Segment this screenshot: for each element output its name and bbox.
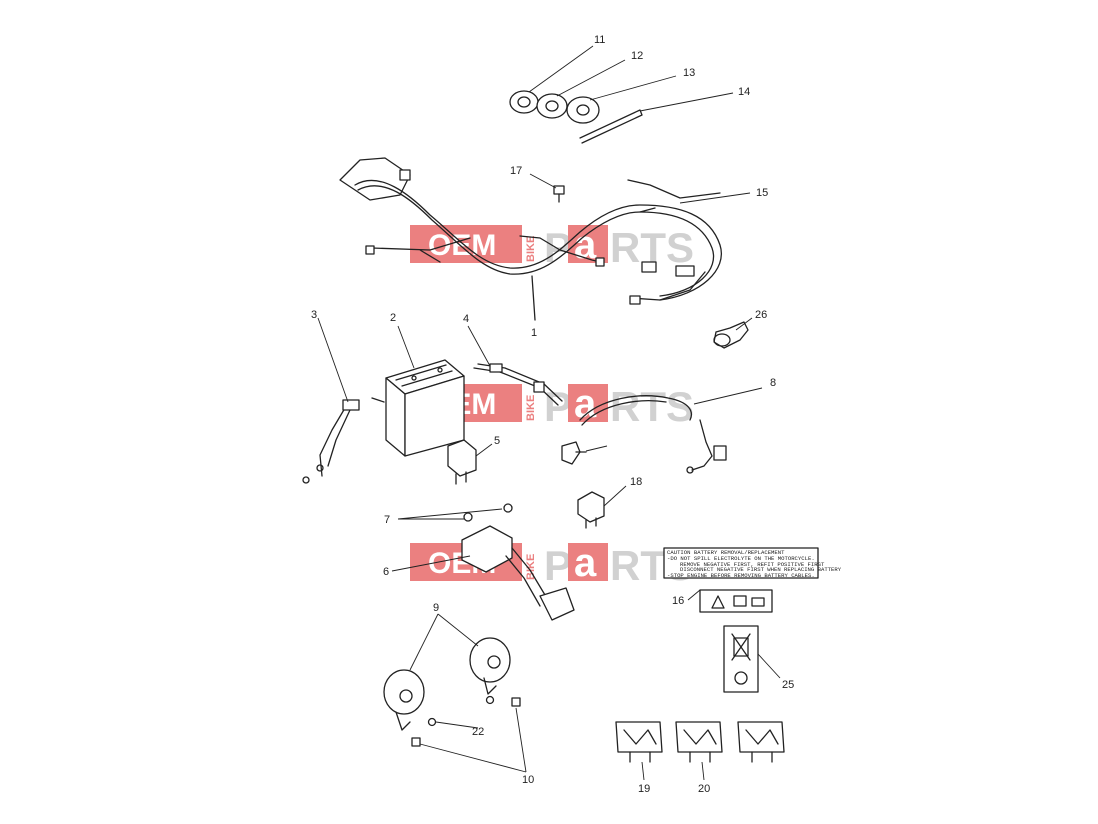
bolt-10a xyxy=(511,697,521,707)
callout-17: 17 xyxy=(510,165,522,177)
nut-22a xyxy=(427,717,437,727)
horn-9b xyxy=(469,637,511,695)
callout-8: 8 xyxy=(770,377,776,389)
watermark-3: OEM BIKE P a RTS xyxy=(410,541,694,589)
battery-cable-4 xyxy=(473,363,563,406)
battery-2 xyxy=(385,359,465,457)
callout-18: 18 xyxy=(630,476,642,488)
svg-text:BIKE: BIKE xyxy=(525,554,537,580)
svg-text:DISCONNECT NEGATIVE FIRST WHEN: DISCONNECT NEGATIVE FIRST WHEN REPLACING… xyxy=(680,566,842,573)
callout-2: 2 xyxy=(390,312,396,324)
callout-9: 9 xyxy=(433,602,439,614)
callout-7: 7 xyxy=(384,514,390,526)
callout-15: 15 xyxy=(756,187,768,199)
callout-6: 6 xyxy=(383,566,389,578)
callout-3: 3 xyxy=(311,309,317,321)
regulator-6 xyxy=(461,525,575,621)
svg-text:P: P xyxy=(544,383,572,430)
svg-text:a: a xyxy=(574,382,597,426)
svg-text:-DO NOT SPILL ELECTROLYTE ON T: -DO NOT SPILL ELECTROLYTE ON THE MOTORCY… xyxy=(667,555,815,562)
svg-text:a: a xyxy=(574,541,597,585)
svg-text:CAUTION BATTERY REMOVAL/REPLA: CAUTION BATTERY REMOVAL/REPLACEMENT xyxy=(667,549,785,556)
battery-cable-3 xyxy=(302,397,385,484)
callout-19: 19 xyxy=(638,783,650,795)
callout-13: 13 xyxy=(683,67,695,79)
callout-22: 22 xyxy=(472,726,484,738)
bolt-10b xyxy=(411,737,421,747)
wiring-harness-1 xyxy=(339,157,722,321)
nut-22b xyxy=(485,695,495,705)
starter-cable-8 xyxy=(579,395,727,474)
fuse-21 xyxy=(737,721,785,763)
svg-text:RTS: RTS xyxy=(610,383,694,430)
callout-20: 20 xyxy=(698,783,710,795)
svg-text:OEM: OEM xyxy=(428,229,496,262)
fuse-19 xyxy=(615,721,663,763)
svg-text:-STOP ENGINE BEFORE REMOVING B: -STOP ENGINE BEFORE REMOVING BATTERY CAB… xyxy=(667,572,815,579)
callout-1: 1 xyxy=(531,327,537,339)
screw-7b xyxy=(463,512,473,522)
svg-text:BIKE: BIKE xyxy=(525,395,537,421)
recycle-label-24 xyxy=(723,625,759,693)
callout-26: 26 xyxy=(755,309,767,321)
grommet-12 xyxy=(536,93,568,119)
caution-label-16: CAUTION BATTERY REMOVAL/REPLACEMENT -DO … xyxy=(663,547,842,613)
callout-10: 10 xyxy=(522,774,534,786)
bolt-17 xyxy=(553,185,565,203)
relay-18 xyxy=(577,491,605,529)
callout-14: 14 xyxy=(738,86,750,98)
callout-5: 5 xyxy=(494,435,500,447)
callout-11: 11 xyxy=(594,34,605,46)
svg-text:P: P xyxy=(544,224,572,271)
callout-24: 25 xyxy=(782,679,794,691)
terminal-cover-26 xyxy=(713,321,749,349)
connector-25 xyxy=(561,441,587,465)
grommet-11 xyxy=(509,90,539,114)
relay-5 xyxy=(447,439,477,485)
grommet-13 xyxy=(566,96,600,124)
horn-9a xyxy=(383,669,425,731)
callout-16: 16 xyxy=(672,595,684,607)
svg-text:REMOVE NEGATIVE FIRST, REFIT P: REMOVE NEGATIVE FIRST, REFIT POSITIVE FI… xyxy=(680,561,825,568)
svg-text:P: P xyxy=(544,542,572,589)
callout-12: 12 xyxy=(631,50,643,62)
screw-7a xyxy=(503,503,513,513)
callout-4: 4 xyxy=(463,313,469,325)
fuse-20 xyxy=(675,721,723,763)
svg-text:BIKE: BIKE xyxy=(525,236,537,262)
